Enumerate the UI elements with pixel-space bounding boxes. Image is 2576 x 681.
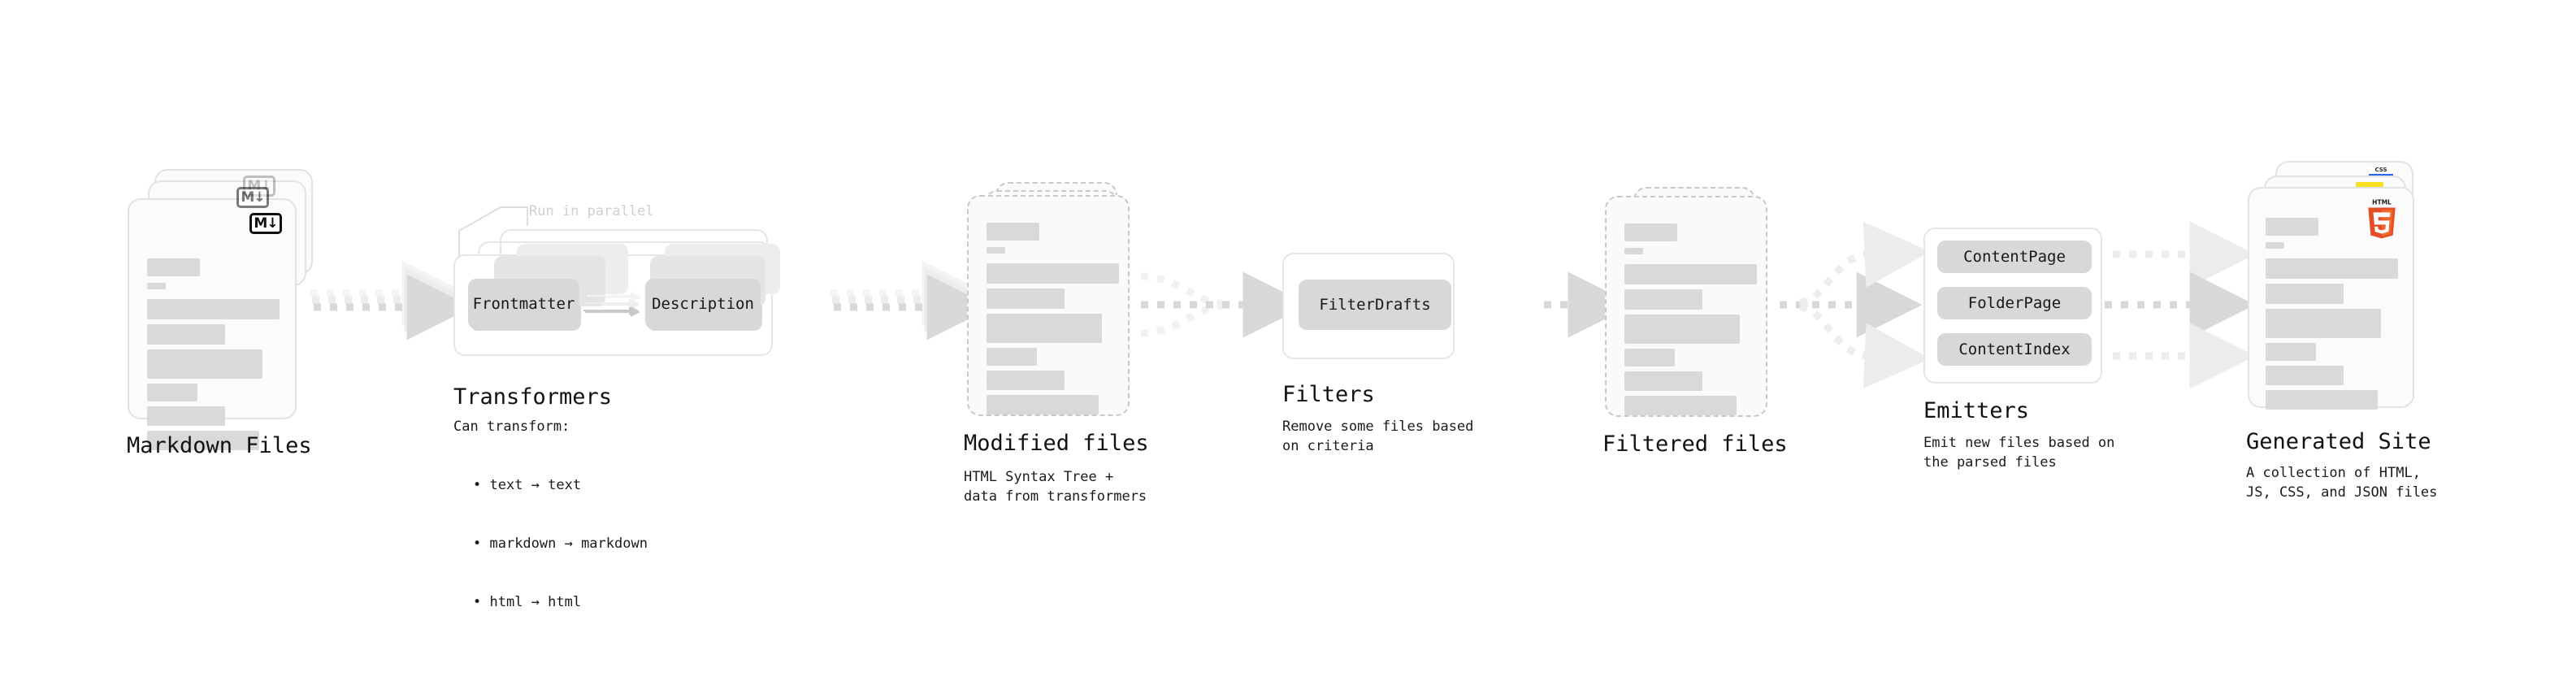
stage-title-emitters: Emitters <box>1923 398 2030 423</box>
generated-site-description: A collection of HTML, JS, CSS, and JSON … <box>2246 465 2438 501</box>
skeleton-bar <box>147 283 166 289</box>
skeleton-bar <box>1624 248 1643 254</box>
stage-title-modified-files: Modified files <box>964 431 1149 456</box>
filters-description: Remove some files based on criteria <box>1282 419 1474 454</box>
run-in-parallel-label: Run in parallel <box>529 203 654 219</box>
skeleton-bar <box>1624 349 1675 367</box>
emitters-description: Emit new files based on the parsed files <box>1923 435 2115 471</box>
skeleton-bar <box>2266 218 2318 236</box>
skeleton-bar <box>2266 284 2344 304</box>
skeleton-bar <box>987 371 1065 390</box>
emitter-chip-contentpage[interactable]: ContentPage <box>1937 241 2092 273</box>
skeleton-bar <box>1624 264 1757 284</box>
skeleton-bar <box>1624 223 1677 241</box>
connector-modified-to-filters <box>1140 271 1309 338</box>
skeleton-bar <box>147 406 225 426</box>
connector-markdown-to-transformers <box>310 260 473 340</box>
skeleton-bar <box>1624 396 1737 415</box>
skeleton-bar <box>147 431 259 450</box>
filtered-file-card-front <box>1605 196 1767 417</box>
skeleton-bar <box>147 258 200 276</box>
skeleton-bar <box>1624 371 1702 391</box>
skeleton-bar <box>2266 343 2316 361</box>
markdown-badge-icon-ghost-mid: M↓ <box>236 187 269 208</box>
generated-site-card-front: HTML <box>2248 187 2414 410</box>
skeleton-bar <box>2266 242 2284 249</box>
html5-badge-icon: HTML <box>2368 198 2396 239</box>
skeleton-bar <box>2266 366 2344 385</box>
emitter-chip-contentindex[interactable]: ContentIndex <box>1937 333 2092 366</box>
skeleton-bar <box>147 349 262 379</box>
markdown-badge-icon: M↓ <box>249 213 282 234</box>
stage-title-markdown-files: Markdown Files <box>127 433 312 458</box>
skeleton-bar <box>987 395 1099 414</box>
skeleton-bar <box>1624 289 1702 310</box>
stage-title-filters: Filters <box>1282 382 1375 407</box>
stage-title-generated-site: Generated Site <box>2246 429 2431 454</box>
skeleton-bar <box>147 324 225 345</box>
svg-text:HTML: HTML <box>2372 198 2392 206</box>
skeleton-bar <box>1624 314 1740 344</box>
connector-transformers-to-modified <box>830 260 993 340</box>
skeleton-bar <box>987 263 1119 284</box>
emitters-panel: ContentPage FolderPage ContentIndex <box>1923 228 2102 384</box>
transformers-bullet-item: • markdown → markdown <box>473 536 648 552</box>
filter-chip-filterdrafts[interactable]: FilterDrafts <box>1299 280 1451 330</box>
transformers-intro: Can transform: <box>453 419 570 435</box>
skeleton-bar <box>147 299 280 319</box>
markdown-file-card-front: M↓ <box>128 198 297 450</box>
run-in-parallel-bracket <box>458 206 528 260</box>
transformer-chip-description-top[interactable]: Description <box>645 279 761 329</box>
skeleton-bar <box>987 348 1037 366</box>
filters-panel: FilterDrafts <box>1282 253 1455 359</box>
transformers-bullet-item: • text → text <box>473 477 582 493</box>
modified-file-card-front <box>967 195 1130 416</box>
transformer-inner-arrow-top <box>583 292 640 315</box>
skeleton-bar <box>2266 258 2398 279</box>
skeleton-bar <box>987 314 1102 343</box>
stage-title-filtered-files: Filtered files <box>1602 432 1788 457</box>
connector-emitters-to-site <box>2105 221 2256 389</box>
skeleton-bar <box>987 247 1005 254</box>
emitter-chip-folderpage[interactable]: FolderPage <box>1937 287 2092 319</box>
stage-title-transformers: Transformers <box>453 384 613 410</box>
modified-files-description: HTML Syntax Tree + data from transformer… <box>964 469 1147 505</box>
skeleton-bar <box>987 223 1039 241</box>
skeleton-bar <box>2266 309 2381 338</box>
skeleton-bar <box>2266 390 2378 410</box>
transformer-chip-frontmatter-top[interactable]: Frontmatter <box>468 279 579 329</box>
transformers-bullet-list: • text → text • markdown → markdown • ht… <box>462 436 648 651</box>
skeleton-bar <box>987 288 1065 309</box>
connector-filtered-to-emitters <box>1780 221 1931 389</box>
transformers-bullet-item: • html → html <box>473 594 582 610</box>
skeleton-bar <box>147 384 197 401</box>
css-badge-label: CSS <box>2374 167 2387 173</box>
